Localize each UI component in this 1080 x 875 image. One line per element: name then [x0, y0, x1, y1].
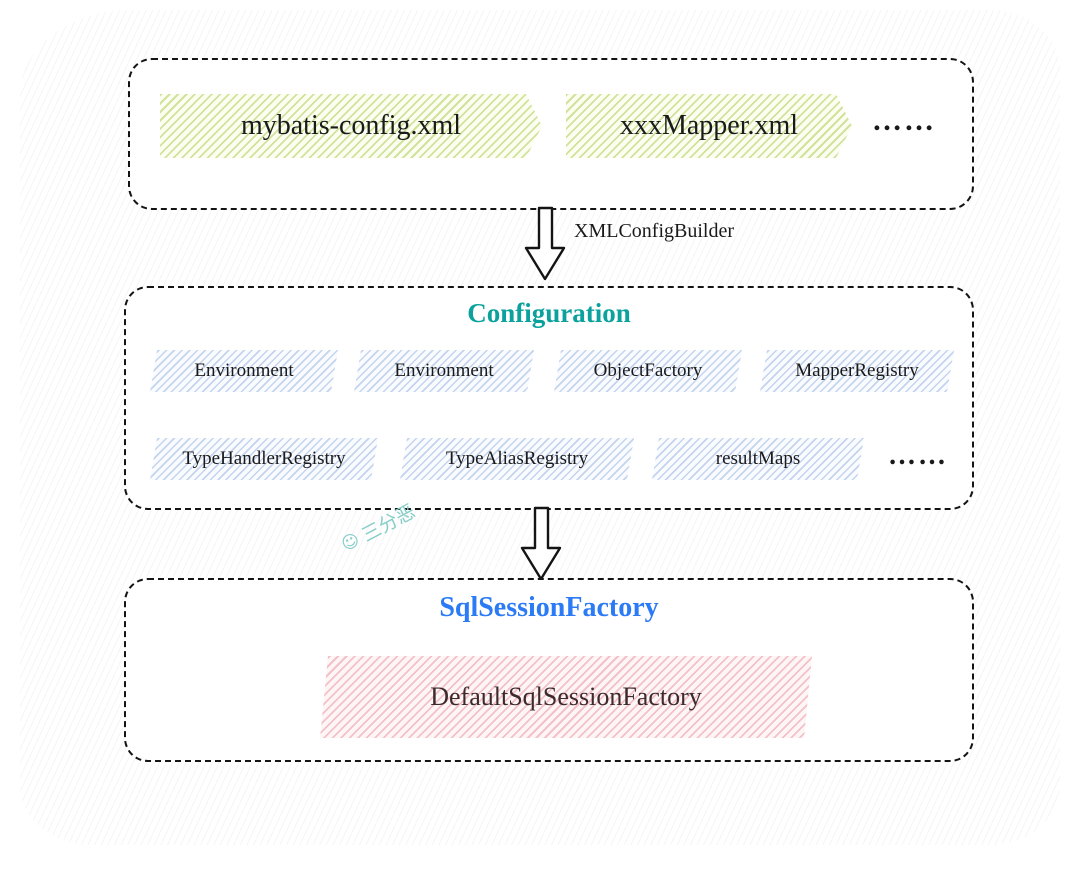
mapper-registry-label: MapperRegistry [795, 360, 919, 381]
down-arrow-2 [518, 506, 564, 587]
mybatis-config-item: mybatis-config.xml [160, 94, 542, 158]
environment-label-1: Environment [194, 360, 294, 381]
xxx-mapper-label: xxxMapper.xml [619, 110, 799, 141]
type-handler-registry-item: TypeHandlerRegistry [150, 438, 378, 480]
environment-label-2: Environment [394, 360, 494, 381]
sql-session-factory-box: SqlSessionFactory DefaultSqlSessionFacto… [124, 578, 974, 762]
environment-item-2: Environment [354, 350, 534, 392]
sql-session-factory-title: SqlSessionFactory [439, 592, 659, 623]
xml-files-box: mybatis-config.xml xxxMapper.xml …… [128, 58, 974, 210]
xml-config-builder-label: XMLConfigBuilder [574, 220, 734, 242]
configuration-title: Configuration [467, 298, 631, 328]
type-handler-registry-label: TypeHandlerRegistry [182, 448, 346, 469]
xxx-mapper-item: xxxMapper.xml [566, 94, 852, 158]
config-ellipsis: …… [888, 440, 948, 471]
down-arrow-icon [524, 206, 566, 281]
object-factory-item: ObjectFactory [554, 350, 742, 392]
type-alias-registry-label: TypeAliasRegistry [445, 448, 589, 469]
mapper-registry-item: MapperRegistry [760, 350, 954, 392]
mybatis-config-label: mybatis-config.xml [240, 110, 462, 141]
top-ellipsis: …… [872, 104, 936, 137]
default-sql-session-factory-item: DefaultSqlSessionFactory [320, 656, 812, 738]
down-arrow-1 [522, 206, 568, 287]
result-maps-label: resultMaps [715, 448, 801, 469]
result-maps-item: resultMaps [652, 438, 864, 480]
down-arrow-icon [520, 506, 562, 581]
environment-item-1: Environment [150, 350, 338, 392]
object-factory-label: ObjectFactory [593, 360, 703, 381]
default-sql-session-factory-label: DefaultSqlSessionFactory [430, 682, 702, 711]
configuration-box: Configuration Environment Environment Ob… [124, 286, 974, 510]
type-alias-registry-item: TypeAliasRegistry [400, 438, 634, 480]
